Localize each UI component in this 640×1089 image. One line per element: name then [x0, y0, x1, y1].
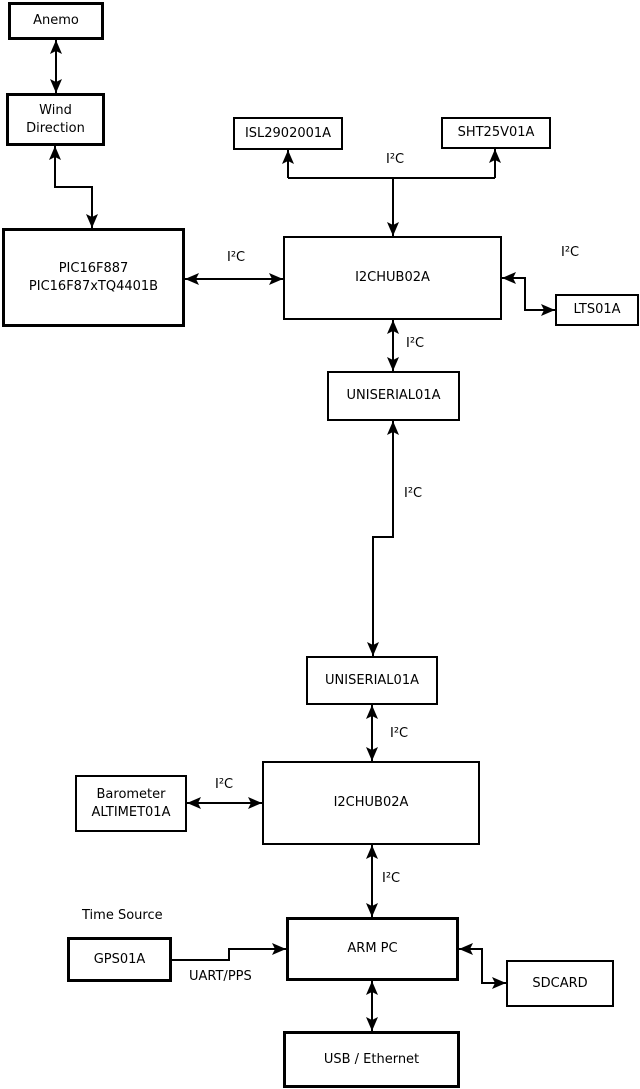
edge-armpc-sdcard [459, 943, 506, 989]
node-sht25v01a: SHT25V01A [441, 117, 551, 149]
node-uniserial01a-bottom: UNISERIAL01A [306, 656, 438, 705]
node-i2chub02a-top-label: I2CHUB02A [355, 270, 430, 286]
edge-label-i2c-hub1-uniserial: I²C [406, 336, 425, 351]
node-uniserial01a-bottom-label: UNISERIAL01A [325, 672, 419, 688]
node-usb-ethernet-label: USB / Ethernet [323, 1051, 420, 1067]
node-arm-pc: ARM PC [286, 917, 459, 981]
edge-label-i2c-barometer: I²C [215, 777, 234, 792]
node-gps01a: GPS01A [67, 937, 172, 982]
node-anemo: Anemo [8, 2, 104, 40]
node-pic16f887-label: PIC16F887 PIC16F87xTQ4401B [28, 260, 159, 294]
node-usb-ethernet: USB / Ethernet [283, 1031, 460, 1088]
node-arm-pc-label: ARM PC [347, 941, 398, 957]
node-isl2902001a: ISL2902001A [233, 117, 343, 150]
node-uniserial01a-top-label: UNISERIAL01A [346, 388, 441, 404]
node-anemo-label: Anemo [33, 13, 79, 29]
node-sht25v01a-label: SHT25V01A [457, 125, 535, 141]
node-lts01a: LTS01A [555, 294, 639, 326]
node-i2chub02a-top: I2CHUB02A [283, 236, 502, 320]
node-lts01a-label: LTS01A [573, 302, 621, 318]
edge-label-uart-pps: UART/PPS [189, 969, 252, 984]
label-time-source: Time Source [82, 908, 163, 923]
node-pic16f887: PIC16F887 PIC16F87xTQ4401B [2, 228, 185, 327]
edge-uniserial1-uniserial2 [367, 421, 399, 656]
edge-label-i2c-sensor-bus: I²C [386, 152, 405, 167]
node-wind-direction: Wind Direction [6, 93, 105, 146]
edge-gps-armpc [172, 943, 286, 961]
node-uniserial01a-top: UNISERIAL01A [327, 371, 460, 421]
edge-label-i2c-lts: I²C [561, 245, 580, 260]
node-barometer-altimet01a: Barometer ALTIMET01A [75, 775, 187, 832]
node-wind-direction-label: Wind Direction [26, 102, 85, 136]
node-isl2902001a-label: ISL2902001A [244, 125, 332, 141]
edge-label-i2c-hub2-armpc: I²C [382, 871, 401, 886]
edge-winddirection-pic [49, 146, 98, 228]
node-i2chub02a-bottom-label: I2CHUB02A [333, 795, 409, 811]
node-sdcard-label: SDCARD [532, 975, 588, 991]
node-gps01a-label: GPS01A [93, 951, 146, 967]
edge-label-i2c-uniserial-link: I²C [404, 486, 423, 501]
edge-i2chub1-lts [502, 272, 555, 316]
node-sdcard: SDCARD [506, 960, 614, 1007]
node-i2chub02a-bottom: I2CHUB02A [262, 761, 480, 845]
edge-label-i2c-pic: I²C [227, 250, 246, 265]
edge-label-i2c-uniserial-hub2: I²C [390, 726, 409, 741]
node-barometer-altimet01a-label: Barometer ALTIMET01A [91, 786, 171, 820]
